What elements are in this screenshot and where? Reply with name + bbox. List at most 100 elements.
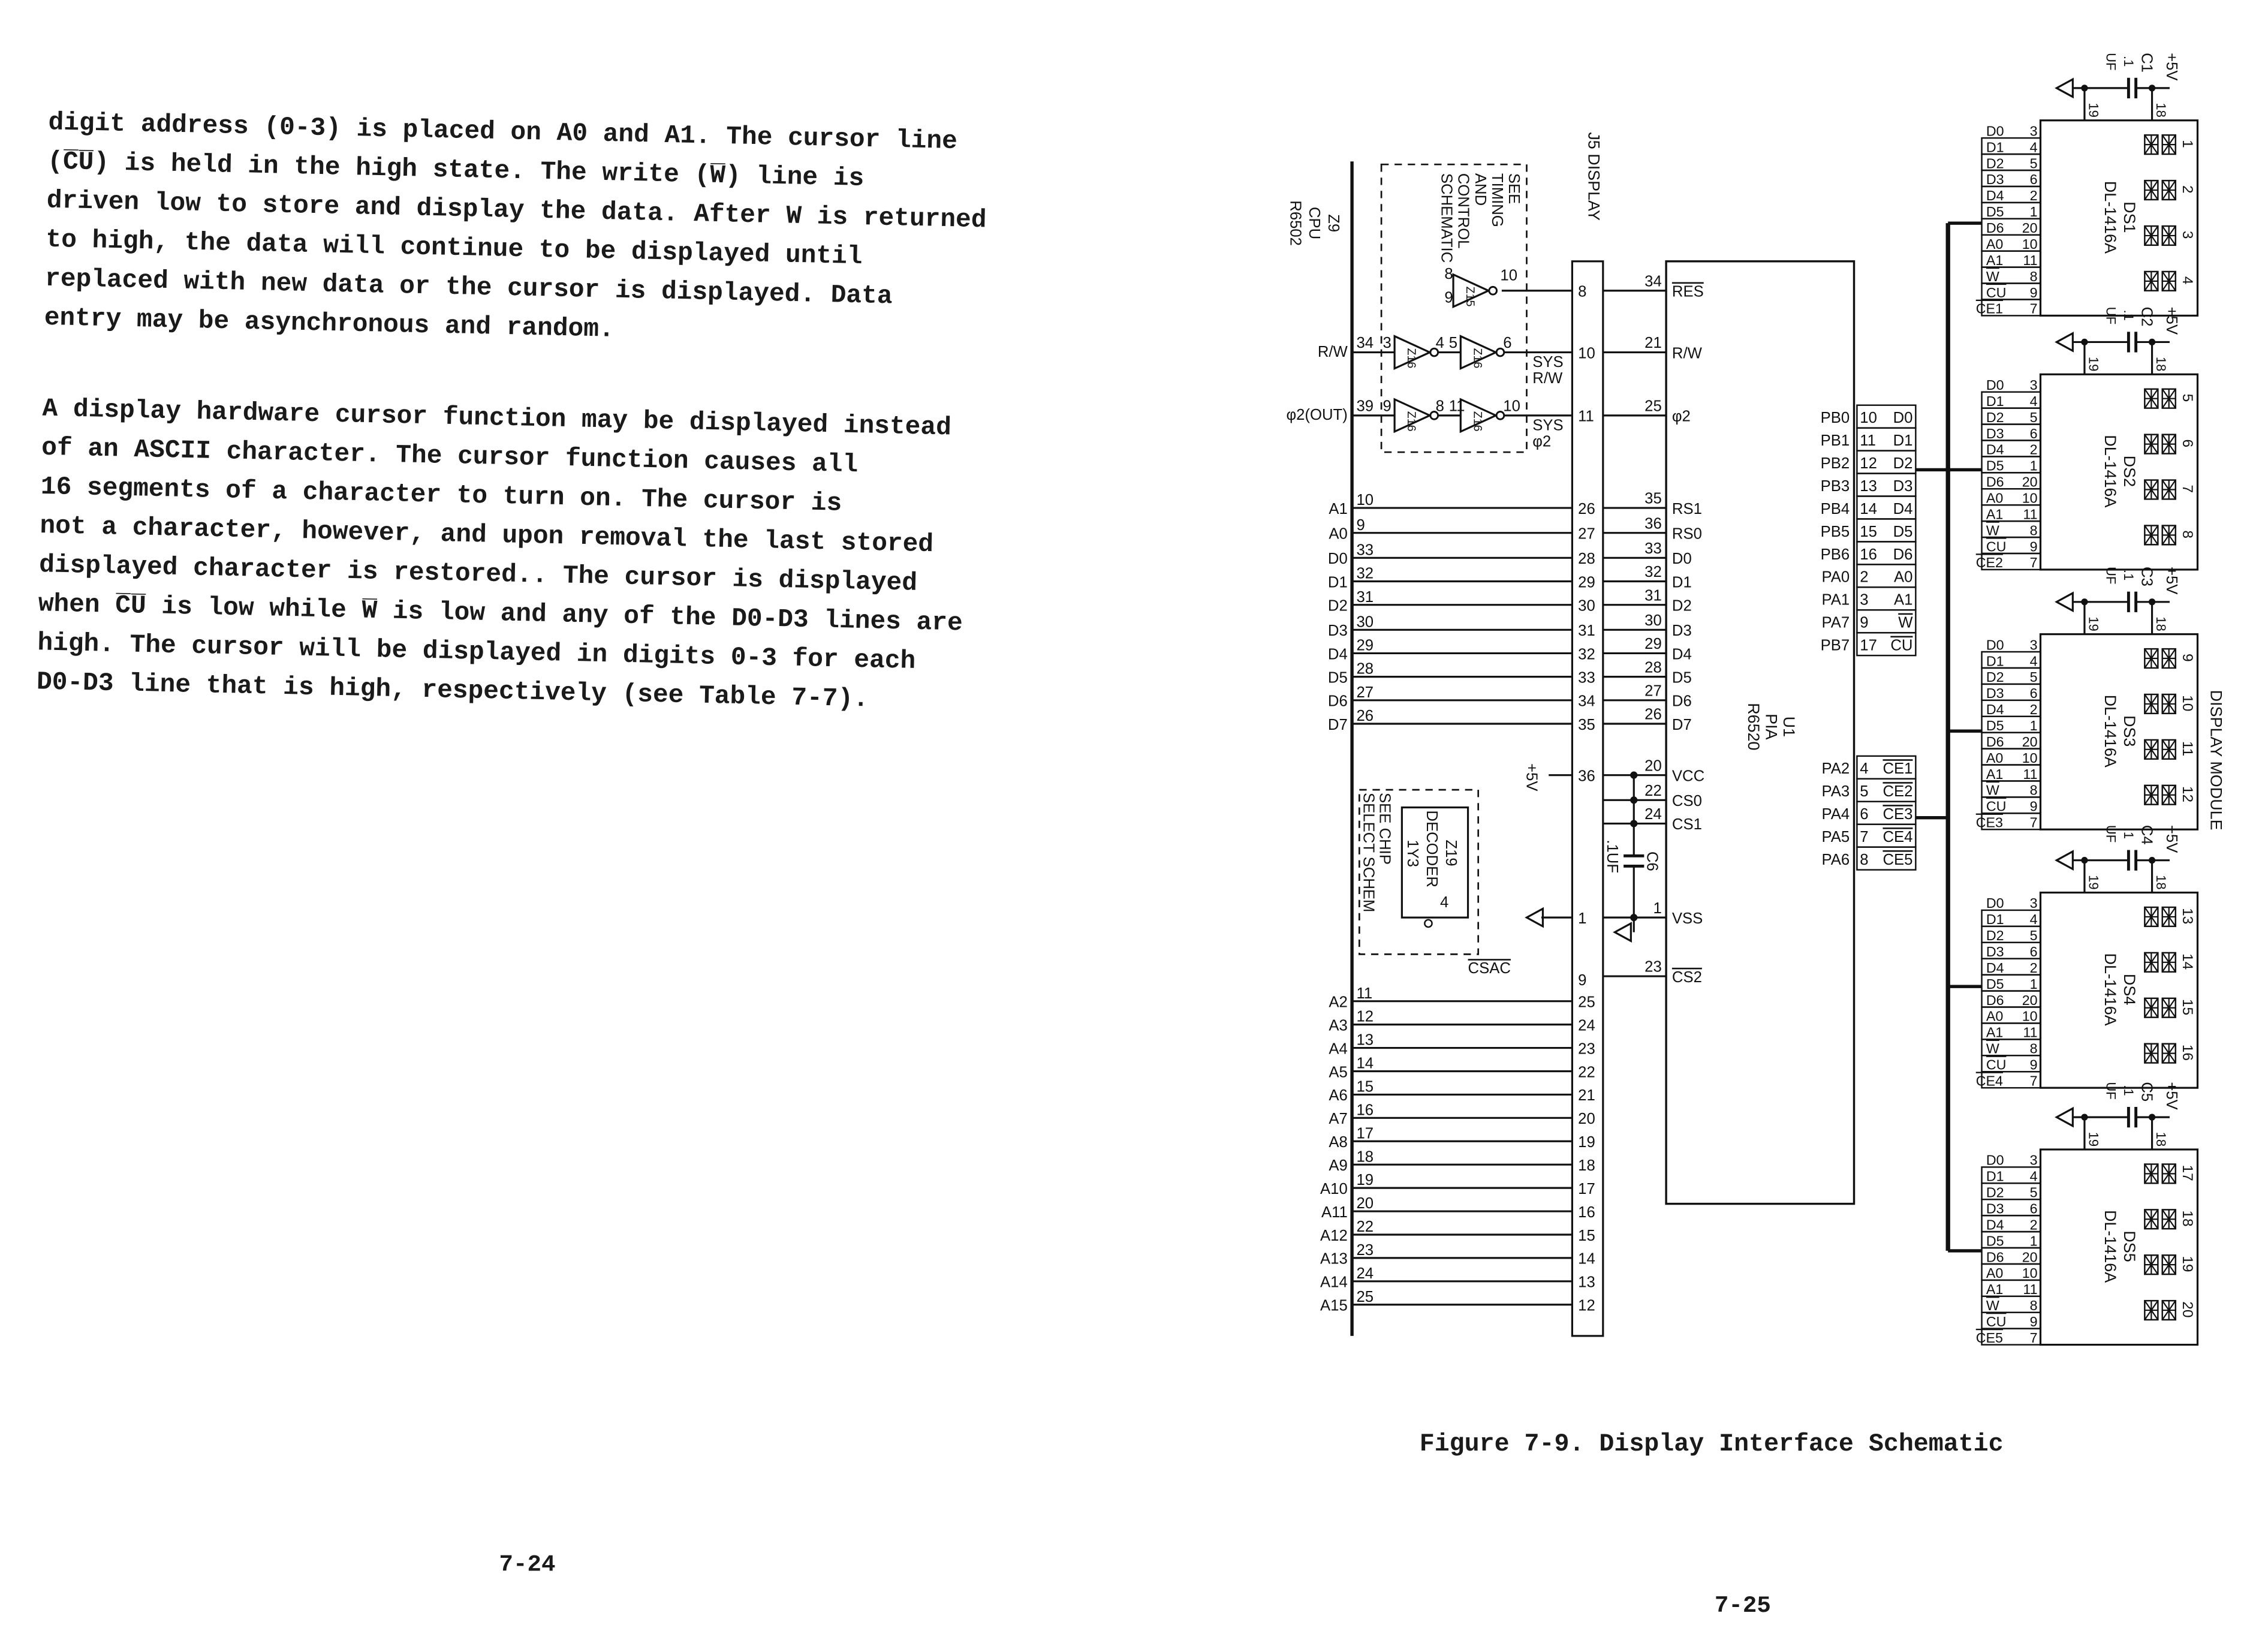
cpu-signal-label: D4: [1328, 646, 1348, 663]
cpu-signal-label: D3: [1328, 622, 1348, 639]
decoder-label: DECODER: [1423, 810, 1440, 887]
pia-port-pin: 15: [1860, 523, 1877, 540]
cpu-signal-label: A7: [1329, 1111, 1347, 1127]
display-pin-number: 20: [2022, 474, 2038, 490]
display-pin-number: 5: [2030, 669, 2038, 685]
left-page-body-text: digit address (0-3) is placed on A0 and …: [37, 107, 987, 714]
display-part-label: DL-1416A: [2101, 695, 2119, 768]
pia-port-signal: CE4: [1883, 829, 1912, 845]
display-pin-number: 7: [2030, 1330, 2038, 1346]
cap-value: .1: [2121, 310, 2136, 321]
digit-number: 1: [2179, 140, 2195, 148]
cpu-signal-label: A14: [1320, 1274, 1348, 1291]
segment-lines: [2161, 134, 2176, 155]
digit-number: 14: [2179, 953, 2195, 970]
segment-lines: [2144, 1163, 2159, 1184]
display-pin-number: 8: [2030, 522, 2038, 538]
pia-port-pin: 6: [1860, 806, 1868, 823]
cap-value: UF: [2104, 307, 2119, 324]
digit-glyph-icon: [2144, 1043, 2159, 1064]
chip-select-note: SELECT SCHEM: [1360, 793, 1377, 912]
j5-pin-number: 14: [1578, 1251, 1595, 1268]
digit-glyph-icon: [2161, 1299, 2176, 1321]
pia-pin-name: D1: [1672, 574, 1692, 591]
display-pin-number: 7: [2030, 1073, 2038, 1088]
timing-note-text: TIMING: [1489, 173, 1505, 227]
decoder-pin: 4: [1440, 894, 1448, 911]
display-pin-signal: D0: [1986, 637, 2004, 652]
cpu-ref-label: Z9: [1325, 214, 1342, 232]
cap-pin: 18: [2153, 103, 2168, 117]
display-pin-signal: D5: [1986, 1233, 2004, 1248]
junction-dot: [1630, 771, 1638, 779]
segment-lines: [2144, 907, 2159, 927]
cpu-pin-number: 13: [1356, 1032, 1374, 1049]
pia-port-signal: D3: [1893, 478, 1913, 495]
body-text-line: 16 segments of a character to turn on. T…: [40, 472, 842, 518]
display-pin-signal: D4: [1986, 702, 2004, 717]
j5-pin-number: 26: [1578, 501, 1595, 517]
display-pin-signal: A0: [1986, 1009, 2004, 1024]
pia-port-label: PB2: [1821, 455, 1850, 472]
display-pin-number: 8: [2030, 783, 2038, 798]
gate-pin: 5: [1449, 335, 1457, 351]
cpu-signal-label: A2: [1329, 994, 1347, 1010]
display-pin-number: 3: [2030, 377, 2038, 393]
z15-inverter-gate: [1452, 273, 1491, 309]
display-pin-signal: D2: [1986, 1185, 2004, 1200]
segment-lines: [2144, 180, 2159, 200]
display-pin-number: 3: [2030, 123, 2038, 139]
pia-pin-number: 1: [1653, 900, 1661, 917]
pia-port-label: PB3: [1821, 478, 1850, 495]
display-pin-number: 3: [2030, 1152, 2038, 1168]
cpu-signal-label: A11: [1321, 1204, 1348, 1221]
digit-number: 13: [2179, 908, 2195, 924]
display-part-label: DL-1416A: [2101, 181, 2119, 254]
display-pin-number: 1: [2030, 458, 2038, 474]
digit-glyph-icon: [2144, 693, 2159, 715]
display-module-boundary: [1600, 71, 2236, 1368]
display-pin-number: 2: [2030, 188, 2038, 203]
segment-lines: [2144, 271, 2159, 291]
segment-lines: [2161, 225, 2176, 246]
digit-glyph-icon: [2161, 179, 2176, 201]
cap-pin: 18: [2153, 616, 2168, 631]
pia-port-pin: 14: [1860, 501, 1877, 517]
z16-label: Z16: [1471, 411, 1484, 432]
segment-lines: [2161, 1163, 2176, 1184]
junction-dot: [1630, 796, 1638, 804]
display-pin-number: 4: [2030, 653, 2038, 669]
digit-glyph-icon: [2161, 434, 2176, 455]
cpu-pin-number: 24: [1356, 1265, 1374, 1282]
pia-pin-number: 22: [1644, 783, 1662, 799]
digit-glyph-icon: [2144, 525, 2159, 546]
pia-pin-name: R/W: [1672, 345, 1703, 362]
pia-port-label: PB7: [1821, 637, 1850, 654]
digit-glyph-icon: [2144, 1209, 2159, 1230]
display-pin-signal: D1: [1986, 1169, 2004, 1184]
digit-number: 16: [2179, 1045, 2195, 1061]
pia-port-label: PA2: [1822, 760, 1850, 777]
right-page-number: 7-25: [1715, 1592, 1771, 1619]
j5-pin-number: 21: [1578, 1087, 1595, 1104]
segment-lines: [2161, 952, 2176, 973]
cap-value: UF: [2104, 825, 2119, 842]
cap-pin: 19: [2086, 357, 2101, 371]
display-pin-number: 5: [2030, 155, 2038, 171]
timing-note-text: AND: [1472, 173, 1489, 206]
digit-glyph-icon: [2161, 225, 2176, 246]
cpu-pin-number: 20: [1356, 1195, 1374, 1212]
digit-number: 4: [2179, 276, 2195, 285]
j5-pin-number: 34: [1578, 693, 1595, 710]
cpu-signal-label: D6: [1328, 693, 1348, 710]
display-pin-number: 11: [2023, 252, 2037, 268]
pia-port-cell: [1856, 631, 1917, 657]
display-pin-number: 9: [2030, 1057, 2038, 1073]
sys-label: SYS: [1532, 417, 1563, 434]
segment-lines: [2161, 1043, 2176, 1064]
display-pin-number: 11: [2023, 1281, 2037, 1297]
digit-number: 5: [2179, 394, 2195, 402]
pia-ref-label: U1: [1780, 717, 1798, 737]
cap-value: UF: [2104, 53, 2119, 70]
display-pin-signal: D3: [1986, 685, 2004, 701]
